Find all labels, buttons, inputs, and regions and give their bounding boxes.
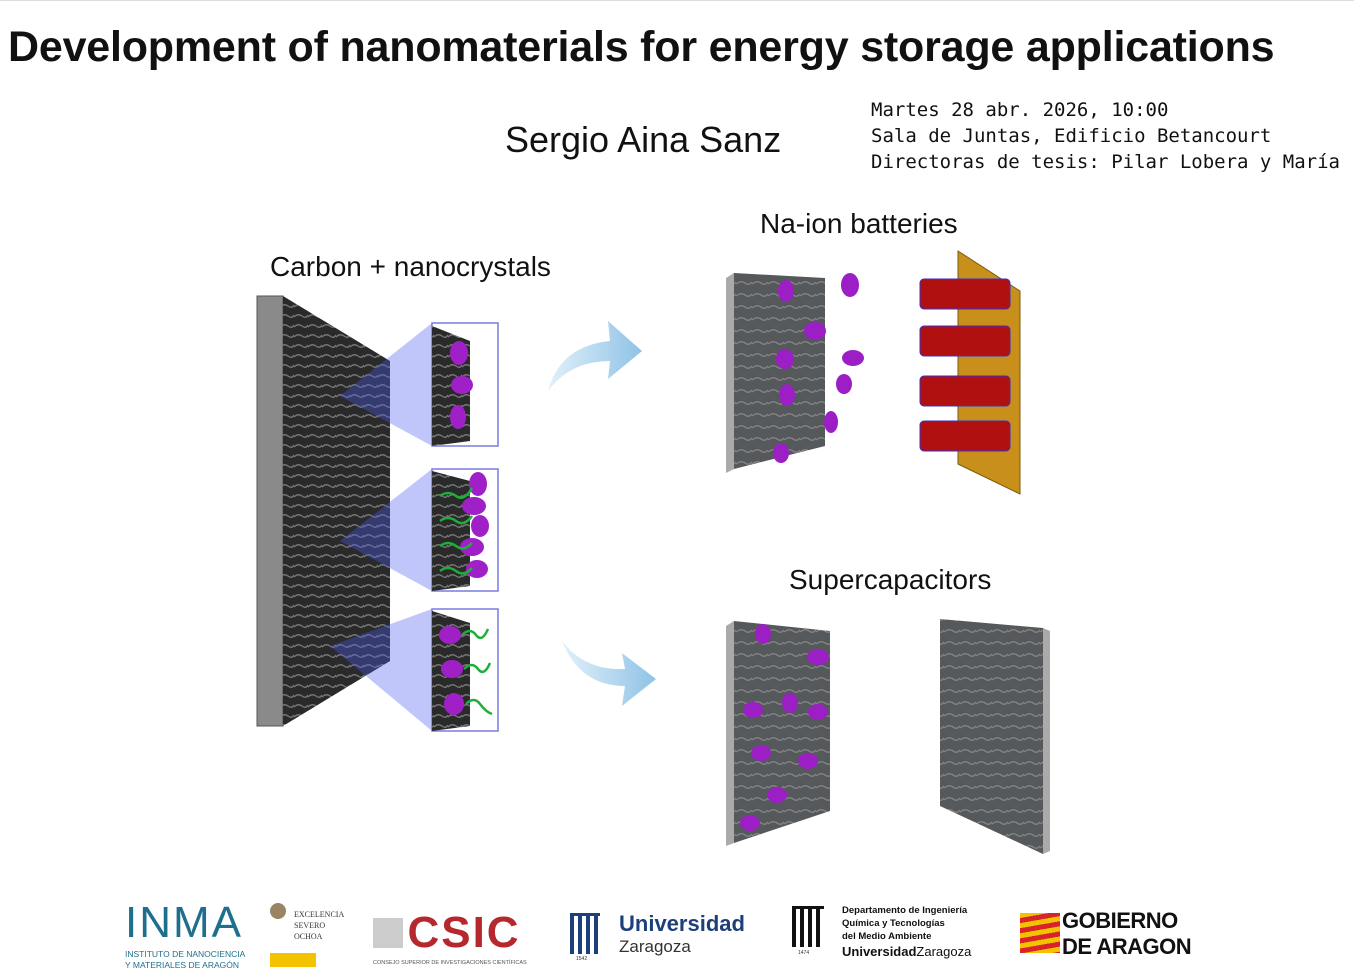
- na-ion-label: Na-ion batteries: [760, 208, 958, 239]
- author-name: Sergio Aina Sanz: [505, 119, 782, 160]
- figure-illustration: [256, 250, 1050, 854]
- thesis-directors: Directoras de tesis: Pilar Lobera y Marí…: [871, 151, 1340, 173]
- event-info: Martes 28 abr. 2026, 10:00 Sala de Junta…: [871, 97, 1340, 175]
- csic-logo: CSIC CONSEJO SUPERIOR DE INVESTIGACIONES…: [373, 908, 527, 966]
- carbon-label: Carbon + nanocrystals: [270, 251, 551, 282]
- na-ion-anode: [726, 273, 864, 473]
- zoom-insets: [330, 322, 499, 732]
- supercap-electrode-right: [940, 619, 1050, 854]
- severo-ochoa-icon: [270, 903, 286, 919]
- dept-building-icon: [792, 906, 824, 947]
- arrow-up-icon: [548, 321, 642, 391]
- arrow-down-icon: [562, 641, 656, 706]
- supercap-electrode-left: [726, 621, 830, 846]
- event-date: Martes 28 abr. 2026, 10:00: [871, 99, 1169, 121]
- supercap-label: Supercapacitors: [789, 564, 992, 595]
- csic-tree-icon: [373, 918, 403, 948]
- event-location: Sala de Juntas, Edificio Betancourt: [871, 125, 1272, 147]
- spain-flag-icon: [270, 953, 316, 967]
- na-ion-cathode: [919, 250, 1021, 495]
- aragon-flag-icon: [1020, 913, 1060, 953]
- inma-logo: INMA INSTITUTO DE NANOCIENCIA Y MATERIAL…: [125, 898, 246, 970]
- unizar-building-icon: [570, 913, 600, 954]
- page-title: Development of nanomaterials for energy …: [8, 23, 1275, 71]
- carbon-substrate: [256, 295, 390, 727]
